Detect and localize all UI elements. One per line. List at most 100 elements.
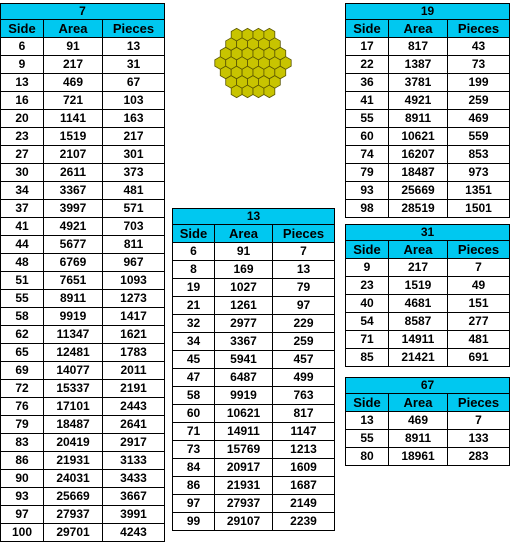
table-cell-area: 7651: [43, 271, 103, 290]
table-cell-side: 17: [345, 37, 389, 56]
table-cell-pieces: 7: [271, 242, 336, 261]
table-cell-pieces: 301: [102, 145, 165, 164]
table-cell-side: 54: [345, 312, 389, 331]
table-cell-side: 51: [0, 271, 44, 290]
table-cell-area: 3997: [43, 199, 103, 218]
table-cell-side: 84: [172, 458, 215, 477]
table-cell-pieces: 67: [102, 73, 165, 92]
table-cell-side: 100: [0, 523, 44, 542]
table-cell-pieces: 4243: [102, 523, 165, 542]
table-cell-area: 15769: [214, 440, 273, 459]
table-cell-area: 9919: [43, 307, 103, 326]
column-header-area: Area: [43, 19, 103, 38]
table-cell-pieces: 13: [102, 37, 165, 56]
table-cell-pieces: 1147: [271, 422, 336, 441]
table-cell-pieces: 1687: [271, 476, 336, 495]
table-cell-side: 32: [172, 314, 215, 333]
table-cell-pieces: 1501: [446, 199, 511, 218]
table-title-row: 67: [344, 377, 511, 394]
table-cell-side: 19: [172, 278, 215, 297]
table-title-row: 13: [171, 208, 336, 225]
table-cell-pieces: 73: [446, 55, 511, 74]
table-cell-side: 36: [345, 73, 389, 92]
table-cell-side: 98: [345, 199, 389, 218]
table-cell-side: 6: [0, 37, 44, 56]
table-title: 19: [344, 3, 511, 20]
table-cell-pieces: 2011: [102, 361, 165, 380]
table-cell-side: 83: [0, 433, 44, 452]
table-cell-side: 55: [0, 289, 44, 308]
table-cell-pieces: 811: [102, 235, 165, 254]
table-cell-pieces: 49: [446, 276, 511, 295]
table-cell-side: 72: [0, 379, 44, 398]
table-cell-pieces: 571: [102, 199, 165, 218]
table-cell-pieces: 481: [102, 181, 165, 200]
table-cell-side: 6: [172, 242, 215, 261]
table-cell-side: 62: [0, 325, 44, 344]
table-cell-pieces: 469: [446, 109, 511, 128]
column-header-side: Side: [345, 240, 389, 259]
table-cell-side: 41: [0, 217, 44, 236]
table-title: 31: [344, 224, 511, 241]
table-cell-pieces: 79: [271, 278, 336, 297]
table-cell-area: 1141: [43, 109, 103, 128]
table-cell-pieces: 1351: [446, 181, 511, 200]
table-cell-pieces: 1609: [271, 458, 336, 477]
table-cell-side: 76: [0, 397, 44, 416]
table-cell-pieces: 2641: [102, 415, 165, 434]
table-cell-area: 4921: [43, 217, 103, 236]
table-cell-side: 93: [0, 487, 44, 506]
table-cell-area: 18487: [43, 415, 103, 434]
column-header-area: Area: [388, 240, 448, 259]
table-cell-pieces: 259: [446, 91, 511, 110]
table-cell-area: 20917: [214, 458, 273, 477]
column-header-area: Area: [388, 393, 448, 412]
table-cell-side: 13: [345, 411, 389, 430]
table-cell-pieces: 7: [446, 411, 511, 430]
table-cell-pieces: 163: [102, 109, 165, 128]
table-cell-side: 97: [172, 494, 215, 513]
table-title-row: 31: [344, 224, 511, 241]
table-cell-side: 44: [0, 235, 44, 254]
table-cell-side: 71: [345, 330, 389, 349]
table-cell-pieces: 1621: [102, 325, 165, 344]
table-cell-pieces: 7: [446, 258, 511, 277]
table-cell-side: 8: [172, 260, 215, 279]
table-cell-area: 6769: [43, 253, 103, 272]
table-cell-side: 34: [0, 181, 44, 200]
table-cell-area: 29701: [43, 523, 103, 542]
column-header-pieces: Pieces: [271, 224, 336, 243]
